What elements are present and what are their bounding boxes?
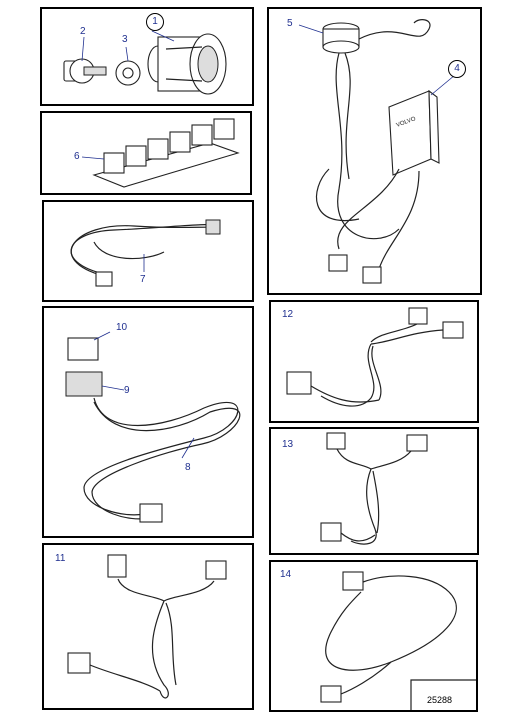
callout-1: 1 — [146, 13, 164, 31]
y-cable-11-drawing — [67, 554, 227, 699]
callout-11: 11 — [55, 553, 66, 564]
callout-9: 9 — [124, 385, 130, 396]
relay-cable-drawing — [65, 331, 241, 523]
panel-relay-cable: 10 9 8 — [42, 306, 254, 538]
callout-2: 2 — [80, 26, 86, 37]
callout-6: 6 — [74, 151, 80, 162]
callout-8: 8 — [185, 462, 191, 473]
panel-alarm-unit: VOLVO 5 4 — [267, 7, 482, 295]
alarm-unit-drawing: VOLVO — [298, 19, 456, 284]
callout-5: 5 — [287, 18, 293, 29]
panel-cable-14: 14 25288 — [269, 560, 478, 712]
callout-3: 3 — [122, 34, 128, 45]
callout-7: 7 — [140, 274, 146, 285]
panel-connector-rail: 6 — [40, 111, 252, 195]
cable-12-drawing — [286, 307, 464, 407]
panel-y-cable-11: 11 — [42, 543, 254, 710]
y-cable-13-drawing — [320, 432, 428, 545]
cable-14-drawing — [320, 571, 476, 710]
callout-13: 13 — [282, 439, 294, 450]
callout-4: 4 — [448, 60, 466, 78]
reference-number: 25288 — [427, 695, 453, 705]
callout-12: 12 — [282, 309, 294, 320]
panel-ignition-switch: 2 3 1 — [40, 7, 254, 106]
callout-14: 14 — [280, 569, 292, 580]
panel-y-cable-13: 13 — [269, 427, 479, 555]
cable-7-drawing — [70, 219, 221, 287]
panel-cable-12: 12 — [269, 300, 479, 423]
ignition-switch-drawing — [63, 30, 227, 95]
callout-10: 10 — [116, 322, 128, 333]
connector-rail-drawing — [81, 118, 240, 188]
panel-cable-7: 7 — [42, 200, 254, 302]
